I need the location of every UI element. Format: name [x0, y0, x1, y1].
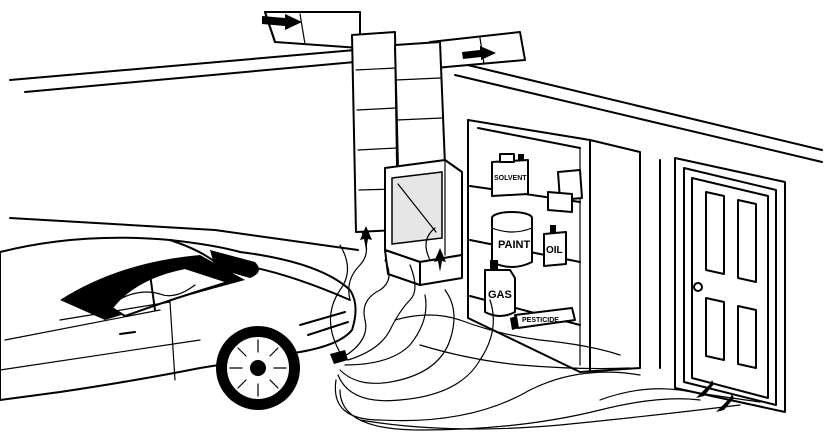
pesticide-label: PESTICIDE — [522, 317, 559, 324]
car — [0, 238, 356, 400]
paint-can: PAINT — [492, 212, 532, 267]
door — [675, 158, 785, 412]
paint-label: PAINT — [498, 239, 530, 251]
door-knob — [694, 283, 702, 291]
gas-label: GAS — [488, 289, 512, 301]
car-wheel — [216, 326, 300, 410]
oil-label: OIL — [546, 245, 563, 256]
solvent-label: SOLVENT — [494, 175, 527, 182]
